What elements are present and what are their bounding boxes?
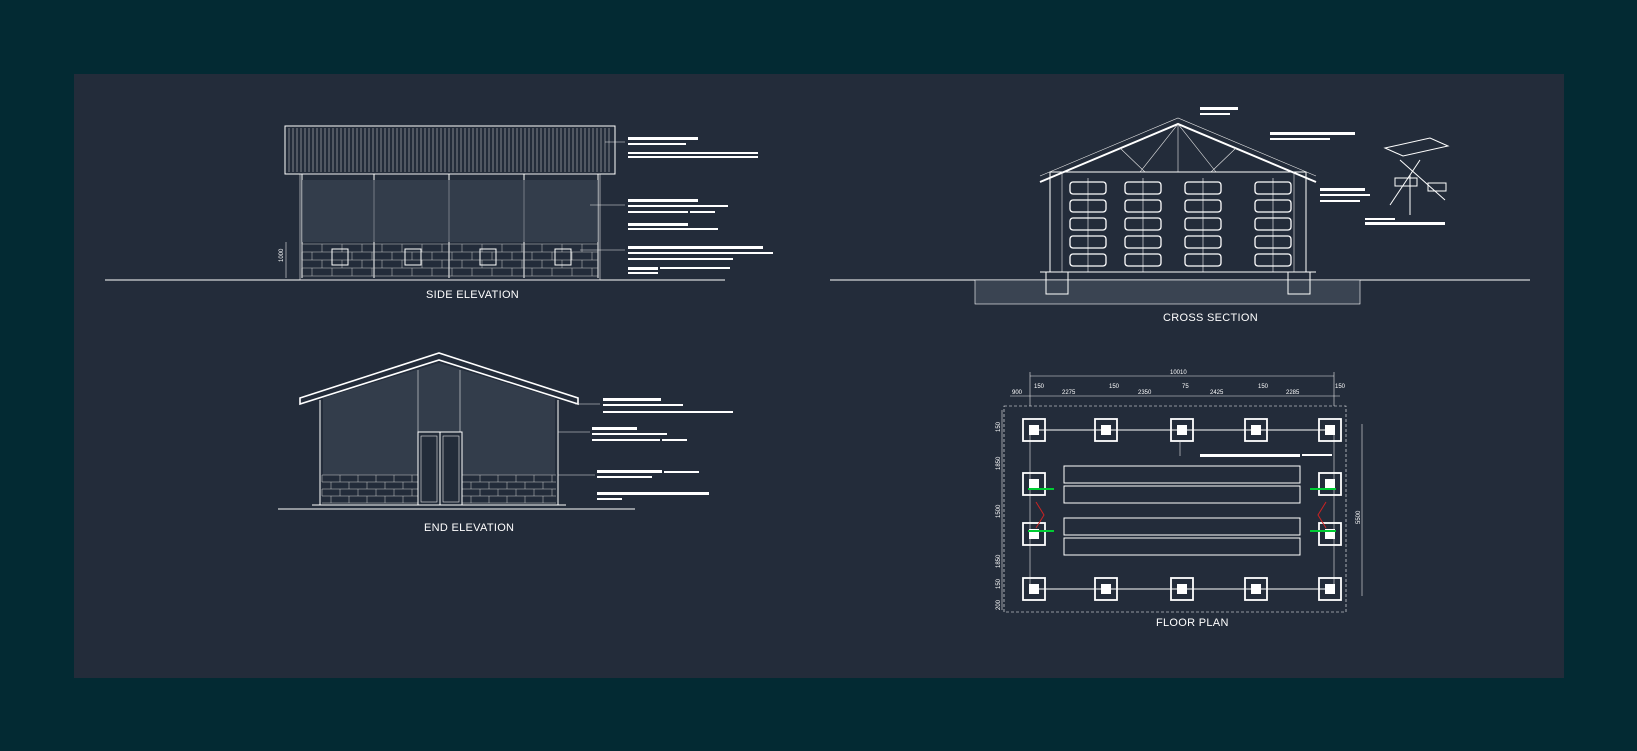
svg-text:2425: 2425 (1210, 390, 1224, 396)
svg-text:1850: 1850 (996, 554, 1002, 568)
cross-section-notes (1200, 107, 1370, 202)
floor-plan: 10010 900 150 2275 150 2350 75 2425 150 … (996, 370, 1363, 629)
floor-plan-section-markers (1028, 488, 1336, 532)
svg-text:150: 150 (1034, 384, 1045, 390)
cross-section-joint-detail (1365, 137, 1450, 225)
pillar (1244, 577, 1268, 601)
pillar-core (1325, 479, 1335, 489)
pillar-core (1325, 425, 1335, 435)
pillar (1022, 522, 1046, 546)
svg-text:2285: 2285 (1286, 390, 1300, 396)
pillar-core (1101, 584, 1111, 594)
side-elevation-roof-ribs (288, 128, 610, 172)
end-elevation-mesh-gable (323, 363, 555, 475)
side-elevation-vents (331, 248, 572, 266)
svg-text:150: 150 (1335, 384, 1346, 390)
pillar (1244, 418, 1268, 442)
pillar (1022, 472, 1046, 496)
floor-plan-top-dims: 900 150 2275 150 2350 75 2425 150 2285 1… (1012, 384, 1346, 396)
pillar-core (1177, 584, 1187, 594)
pillar-core (1177, 425, 1187, 435)
cross-section-cage-tiers (1069, 178, 1292, 272)
end-elevation-brick-courses (321, 474, 556, 504)
svg-text:2350: 2350 (1138, 390, 1152, 396)
floor-plan-door-markers (1035, 501, 1327, 529)
pillar-core (1325, 584, 1335, 594)
pillar (1170, 577, 1194, 601)
pillar (1022, 418, 1046, 442)
side-elevation-mesh-panel (302, 180, 598, 242)
pillar (1094, 418, 1118, 442)
floor-plan-overall-dim: 10010 (1170, 370, 1187, 376)
pillar (1022, 577, 1046, 601)
end-elevation-title: END ELEVATION (424, 522, 514, 534)
pillar (1094, 577, 1118, 601)
floor-plan-left-dims: 150 1850 1500 1850 150 200 (996, 421, 1002, 610)
pillar (1318, 472, 1342, 496)
pillar-core (1029, 479, 1039, 489)
side-elevation-title: SIDE ELEVATION (426, 289, 519, 301)
side-elevation-notes (580, 137, 773, 274)
floor-plan-notes (1179, 440, 1332, 457)
svg-text:75: 75 (1182, 384, 1189, 390)
pillar-core (1101, 425, 1111, 435)
pillar (1318, 522, 1342, 546)
svg-text:900: 900 (1012, 390, 1023, 396)
pillar (1318, 577, 1342, 601)
pillar-core (1251, 584, 1261, 594)
svg-text:1850: 1850 (996, 456, 1002, 470)
pillar-core (1251, 425, 1261, 435)
cross-section-title: CROSS SECTION (1163, 312, 1258, 324)
floor-plan-outline (1003, 405, 1347, 613)
floor-plan-pillars (1022, 418, 1342, 601)
floor-plan-cage-rows (1063, 465, 1301, 556)
side-elevation-height-dim: 1000 (279, 248, 285, 262)
svg-text:1500: 1500 (996, 504, 1002, 518)
pillar-core (1029, 529, 1039, 539)
pillar (1170, 418, 1194, 442)
pillar-core (1029, 425, 1039, 435)
floor-plan-title: FLOOR PLAN (1156, 617, 1229, 629)
svg-text:150: 150 (1109, 384, 1120, 390)
end-elevation-notes (558, 398, 733, 500)
side-elevation-wall (299, 173, 601, 281)
svg-text:150: 150 (996, 421, 1002, 432)
side-elevation: 1000 SIDE ELEVATION (105, 125, 773, 301)
pillar-core (1029, 584, 1039, 594)
svg-text:150: 150 (1258, 384, 1269, 390)
end-elevation: END ELEVATION (278, 352, 733, 534)
svg-text:200: 200 (996, 599, 1002, 610)
svg-text:150: 150 (996, 578, 1002, 589)
cross-section-footings (1040, 271, 1316, 295)
cross-section-foundation-hatch (974, 279, 1361, 305)
svg-text:2275: 2275 (1062, 390, 1076, 396)
floor-plan-right-dim: 5500 (1356, 510, 1362, 524)
cross-section: CROSS SECTION (830, 107, 1530, 324)
side-elevation-brick-courses (301, 243, 598, 277)
pillar (1318, 418, 1342, 442)
pillar-core (1325, 529, 1335, 539)
